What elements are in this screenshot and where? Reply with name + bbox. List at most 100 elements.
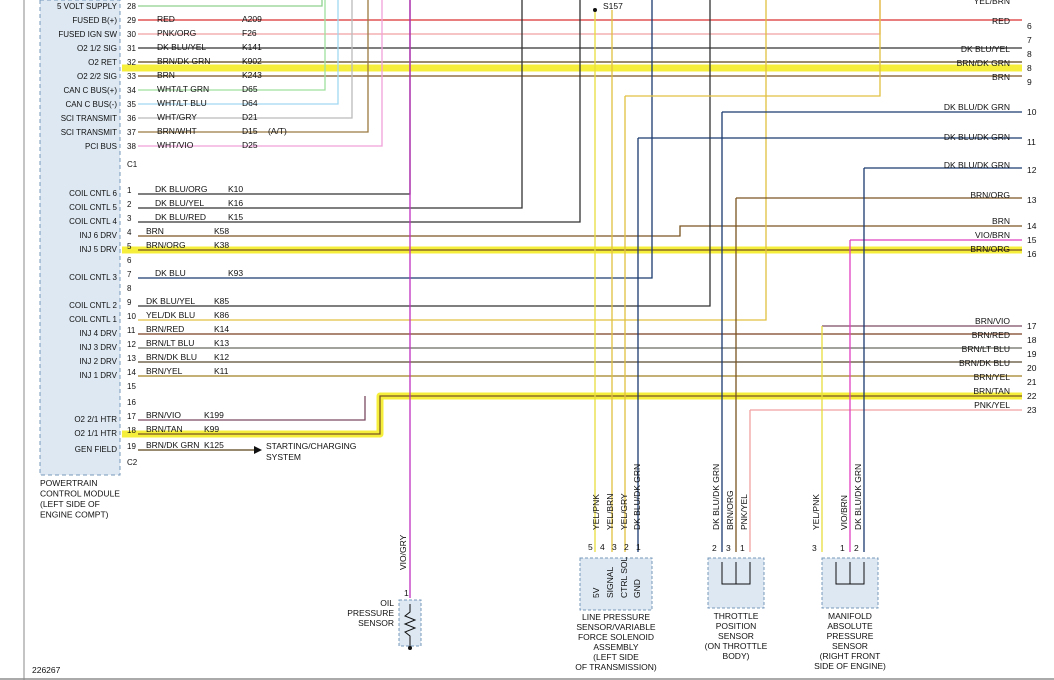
line-pressure-name: LINE PRESSURE xyxy=(582,612,650,622)
c2-pin-number: 7 xyxy=(127,270,132,279)
map-name: (RIGHT FRONT xyxy=(820,651,881,661)
c2-circuit-id: K85 xyxy=(214,296,229,306)
line-pressure-pin: 5 xyxy=(588,542,593,552)
c1-wire-color: BRN/WHT xyxy=(157,126,197,136)
c1-wire-color: WHT/GRY xyxy=(157,112,197,122)
line-pressure-name: SENSOR/VARIABLE xyxy=(576,622,656,632)
map-name: MANIFOLD xyxy=(828,611,872,621)
arrow-starting-charging xyxy=(254,446,262,454)
right-wire-color: RED xyxy=(992,16,1010,26)
c1-wire-color: RED xyxy=(157,14,175,24)
right-connector-number: 19 xyxy=(1027,349,1037,359)
right-connector-number: 7 xyxy=(1027,35,1032,45)
right-connector-number: 16 xyxy=(1027,249,1037,259)
line-pressure-name: (LEFT SIDE xyxy=(593,652,639,662)
c2-signal-name: INJ 5 DRV xyxy=(79,245,117,254)
c1-circuit-id: D65 xyxy=(242,84,258,94)
c1-wire-color: WHT/VIO xyxy=(157,140,194,150)
right-connector-number: 22 xyxy=(1027,391,1037,401)
line-pressure-name: FORCE SOLENOID xyxy=(578,632,654,642)
right-connector-number: 12 xyxy=(1027,165,1037,175)
oil-pressure-resistor-symbol xyxy=(403,604,417,648)
c2-pin-number: 18 xyxy=(127,426,136,435)
map-pin: 1 xyxy=(840,543,845,553)
c2-pin-number: 17 xyxy=(127,412,136,421)
right-connector-number: 10 xyxy=(1027,107,1037,117)
c2-circuit-id: K11 xyxy=(214,366,229,376)
right-wire-color: BRN/TAN xyxy=(973,386,1010,396)
right-wire-color: BRN/YEL xyxy=(974,372,1011,382)
line-pressure-pin-label: GND xyxy=(632,579,642,598)
map-wire-color: DK BLU/DK GRN xyxy=(853,464,863,530)
right-wire-color: BRN/ORG xyxy=(970,244,1010,254)
splice-dot xyxy=(593,8,597,12)
line-pressure-pin-label: SIGNAL xyxy=(605,567,615,598)
c2-signal-name: COIL CNTL 4 xyxy=(69,217,117,226)
wire-c2-10 xyxy=(138,0,767,321)
c2-signal-name: INJ 6 DRV xyxy=(79,231,117,240)
c2-pin-number: 13 xyxy=(127,354,136,363)
oil-pressure-name: OIL xyxy=(380,598,394,608)
right-wire-color: DK BLU/DK GRN xyxy=(944,132,1010,142)
c2-signal-name: INJ 1 DRV xyxy=(79,371,117,380)
wire-c1-28 xyxy=(138,0,323,7)
c1-pin-number: 35 xyxy=(127,100,136,109)
right-wire-color: YEL/BRN xyxy=(974,0,1010,6)
right-wire-color: DK BLU/DK GRN xyxy=(944,102,1010,112)
c2-connector-label: C2 xyxy=(127,458,138,467)
c2-signal-name: COIL CNTL 5 xyxy=(69,203,117,212)
c1-signal-name: SCI TRANSMIT xyxy=(61,128,117,137)
wire-c2-3 xyxy=(138,0,581,223)
c2-pin-number: 16 xyxy=(127,398,136,407)
right-connector-number: 23 xyxy=(1027,405,1037,415)
splice-label: S157 xyxy=(603,1,623,11)
c1-circuit-id: K141 xyxy=(242,42,262,52)
c2-signal-name: INJ 2 DRV xyxy=(79,357,117,366)
map-pin: 3 xyxy=(812,543,817,553)
right-connector-number: 15 xyxy=(1027,235,1037,245)
line-pressure-wire-color: YEL/GRY xyxy=(619,493,629,530)
c2-wire-color: DK BLU/RED xyxy=(155,212,206,222)
c2-circuit-id: K15 xyxy=(228,212,243,222)
right-wire-color: BRN/DK GRN xyxy=(957,58,1010,68)
pcm-title: CONTROL MODULE xyxy=(40,489,120,499)
map-wire-color: VIO/BRN xyxy=(839,495,849,530)
pcm-title: (LEFT SIDE OF xyxy=(40,499,100,509)
wire-c2-18 xyxy=(138,395,1022,435)
oil-pressure-sensor-body xyxy=(398,599,422,647)
wire-layer xyxy=(122,0,1022,598)
c2-signal-name: COIL CNTL 3 xyxy=(69,273,117,282)
right-connector-number: 14 xyxy=(1027,221,1037,231)
c1-pin-number: 37 xyxy=(127,128,136,137)
c1-signal-name: CAN C BUS(-) xyxy=(65,100,117,109)
c2-pin-number: 11 xyxy=(127,326,136,335)
c1-circuit-id: D15 xyxy=(242,126,258,136)
figure-id: 226267 xyxy=(32,665,61,675)
c2-wire-color: BRN xyxy=(146,226,164,236)
c2-wire-color: BRN/DK GRN xyxy=(146,440,199,450)
c1-wire-color: WHT/LT BLU xyxy=(157,98,207,108)
c2-pin-number: 2 xyxy=(127,200,132,209)
c2-wire-color: DK BLU/ORG xyxy=(155,184,207,194)
line-pressure-name: OF TRANSMISSION) xyxy=(575,662,657,672)
c2-pin-number: 5 xyxy=(127,242,132,251)
c2-pin-number: 9 xyxy=(127,298,132,307)
c1-circuit-id: K243 xyxy=(242,70,262,80)
wire-c2-4 xyxy=(138,225,1022,237)
c2-pin-number: 19 xyxy=(127,442,136,451)
c2-signal-name: INJ 4 DRV xyxy=(79,329,117,338)
c1-wire-color: DK BLU/YEL xyxy=(157,42,206,52)
c2-pin-number: 8 xyxy=(127,284,132,293)
right-connector-number: 20 xyxy=(1027,363,1037,373)
c1-signal-name: PCI BUS xyxy=(85,142,117,151)
wire-c2-7 xyxy=(138,0,653,279)
map-pin: 2 xyxy=(854,543,859,553)
wire-line-pressure-ctrl-sol-feed xyxy=(625,0,881,97)
right-connector-number: 8 xyxy=(1027,63,1032,73)
right-wire-color: BRN/LT BLU xyxy=(962,344,1010,354)
line-pressure-pin-label: CTRL SOL xyxy=(619,556,629,598)
c2-wire-color: YEL/DK BLU xyxy=(146,310,195,320)
c2-wire-color: DK BLU/YEL xyxy=(146,296,195,306)
